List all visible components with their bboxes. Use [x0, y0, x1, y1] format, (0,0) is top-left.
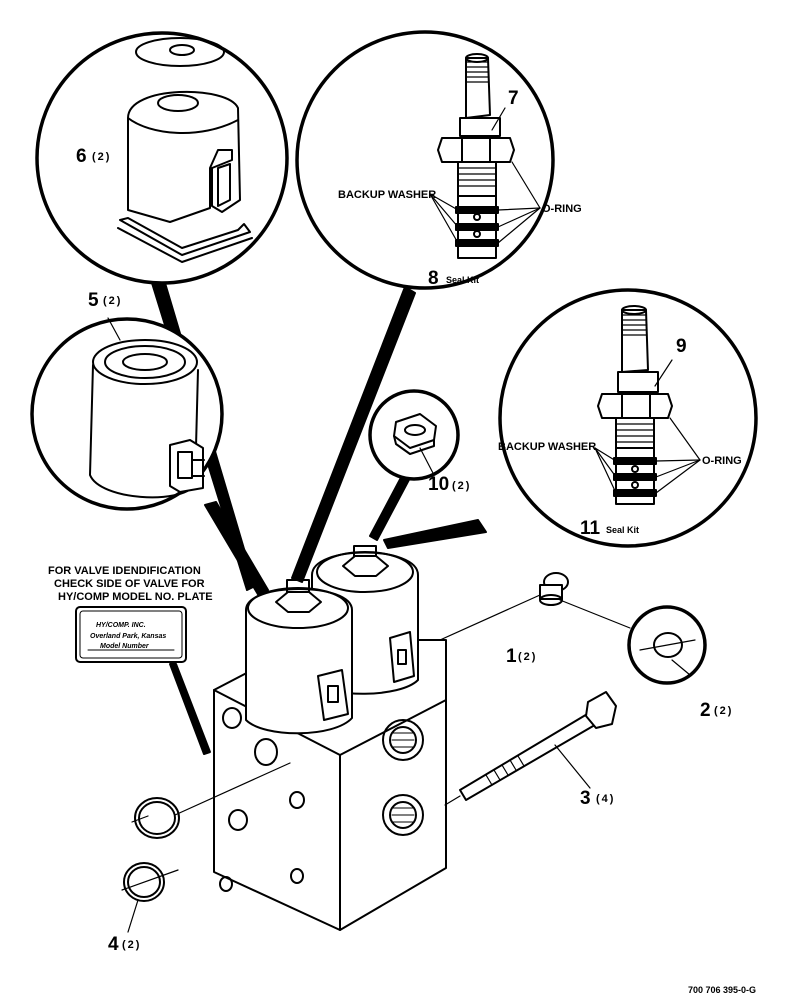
callout-1-number: 1 [506, 646, 517, 667]
callout-6-number: 6 [76, 146, 87, 167]
callout-7-number: 7 [508, 88, 519, 109]
detail-circle-coil [35, 31, 289, 285]
detail-circle-plug [627, 605, 707, 685]
callout-11-text: Seal Kit [606, 525, 639, 535]
note-line-1: FOR VALVE IDENDIFICATION [48, 565, 201, 577]
callout-5-number: 5 [88, 290, 99, 311]
callout-2-qty: (2) [714, 705, 733, 717]
callout-3-number: 3 [580, 788, 591, 809]
callout-4-qty: (2) [122, 939, 141, 951]
callout-9-number: 9 [676, 336, 687, 357]
callout-10-qty: (2) [452, 480, 471, 492]
detail-circle-cartridge-lower [498, 288, 758, 548]
callout-10-number: 10 [428, 474, 449, 495]
label-o-ring-upper: O-RING [542, 203, 582, 215]
loose-parts [75, 317, 631, 933]
callout-8-text: Seal Kit [446, 275, 479, 285]
callout-4-number: 4 [108, 934, 119, 955]
note-line-2: CHECK SIDE OF VALVE FOR [54, 578, 205, 590]
drawing-number: 700 706 395-0-G [688, 985, 756, 995]
label-backup-washer-lower: BACKUP WASHER [498, 441, 596, 453]
plate-line-3: Model Number [100, 643, 150, 650]
callout-2-number: 2 [700, 700, 711, 721]
callout-1-qty: (2) [518, 651, 537, 663]
detail-circle-cartridge-upper [295, 30, 555, 290]
detail-circle-nut [368, 389, 460, 481]
callout-5-qty: (2) [103, 295, 122, 307]
callout-3-qty: (4) [596, 793, 615, 805]
callout-8-number: 8 [428, 268, 439, 289]
mounted-coils [245, 545, 419, 735]
label-backup-washer-upper: BACKUP WASHER [338, 189, 436, 201]
text-labels: 6 (2) 5 (2) 7 BACKUP WASHER O-RING 8 Sea… [48, 88, 756, 995]
plate-line-2: Overland Park, Kansas [90, 633, 166, 640]
callout-6-qty: (2) [92, 151, 111, 163]
detail-circle-coil-with-connector [30, 317, 224, 511]
plate-line-1: HY/COMP. INC. [96, 622, 146, 629]
label-o-ring-lower: O-RING [702, 455, 742, 467]
callout-11-number: 11 [580, 518, 601, 539]
note-line-3: HY/COMP MODEL NO. PLATE [58, 591, 213, 603]
